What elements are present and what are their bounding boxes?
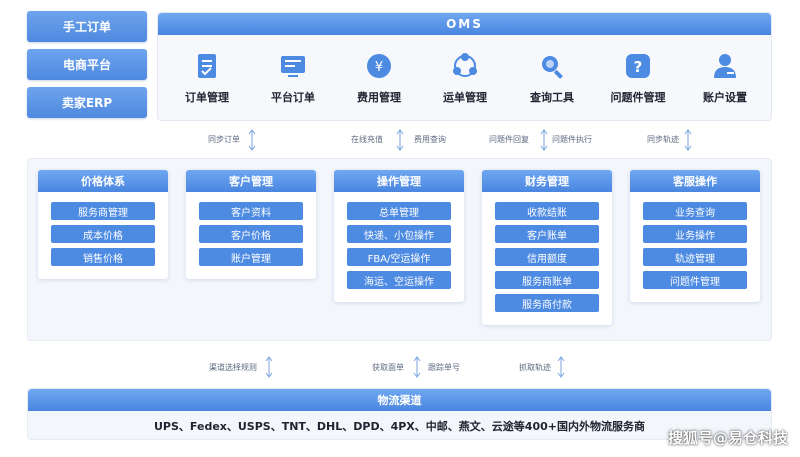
sync-arrow bbox=[413, 356, 421, 378]
column-item: FBA/空运操作 bbox=[347, 248, 451, 266]
channel-title: 物流渠道 bbox=[28, 389, 771, 411]
channel-carriers: UPS、Fedex、USPS、TNT、DHL、DPD、4PX、中邮、燕文、云途等… bbox=[154, 419, 645, 433]
oms-module-label: 费用管理 bbox=[357, 91, 401, 104]
column-item: 信用额度 bbox=[495, 248, 599, 266]
column-item: 业务查询 bbox=[643, 202, 747, 220]
source-seller-erp: 卖家ERP bbox=[27, 87, 147, 118]
lower-sync-channel-rule: 渠道选择规则 bbox=[209, 363, 257, 372]
sync-arrow bbox=[540, 129, 548, 151]
column-item: 服务商账单 bbox=[495, 271, 599, 289]
oms-module-label: 运单管理 bbox=[443, 91, 487, 104]
oms-module-label: 账户设置 bbox=[703, 91, 747, 104]
column-item: 成本价格 bbox=[51, 225, 155, 243]
lower-sync-fetch-track: 抓取轨迹 bbox=[519, 363, 551, 372]
oms-module-waybill: 运单管理 bbox=[425, 51, 505, 105]
column-customer: 客户管理 客户资料 客户价格 账户管理 bbox=[186, 170, 316, 279]
oms-module-label: 查询工具 bbox=[530, 91, 574, 104]
column-item: 总单管理 bbox=[347, 202, 451, 220]
column-title: 客户管理 bbox=[186, 170, 316, 192]
sync-label-fee-query: 费用查询 bbox=[414, 135, 446, 144]
column-item: 销售价格 bbox=[51, 248, 155, 266]
column-item: 快递、小包操作 bbox=[347, 225, 451, 243]
oms-panel: OMS 订单管理 平台订单 ¥ 费用管理 运 bbox=[157, 12, 772, 121]
sync-arrow bbox=[396, 129, 404, 151]
order-icon bbox=[198, 54, 216, 78]
column-item: 客户账单 bbox=[495, 225, 599, 243]
column-title: 客服操作 bbox=[630, 170, 760, 192]
sync-arrow bbox=[248, 129, 256, 151]
question-icon: ? bbox=[626, 54, 650, 78]
sync-arrow bbox=[557, 356, 565, 378]
column-item: 账户管理 bbox=[199, 248, 303, 266]
column-item: 服务商付款 bbox=[495, 294, 599, 312]
platform-icon bbox=[281, 56, 305, 77]
waybill-icon bbox=[453, 53, 477, 77]
column-customer-service: 客服操作 业务查询 业务操作 轨迹管理 问题件管理 bbox=[630, 170, 760, 302]
column-pricing: 价格体系 服务商管理 成本价格 销售价格 bbox=[38, 170, 168, 279]
oms-module-account: 账户设置 bbox=[685, 51, 765, 105]
lower-sync-tracking-no: 跟踪单号 bbox=[428, 363, 460, 372]
column-item: 海运、空运操作 bbox=[347, 271, 451, 289]
column-item: 服务商管理 bbox=[51, 202, 155, 220]
column-finance: 财务管理 收款结账 客户账单 信用额度 服务商账单 服务商付款 bbox=[482, 170, 612, 325]
column-title: 财务管理 bbox=[482, 170, 612, 192]
sync-label-issue-exec: 问题件执行 bbox=[552, 135, 592, 144]
fee-icon: ¥ bbox=[367, 54, 391, 78]
oms-module-label: 问题件管理 bbox=[610, 91, 666, 104]
logistics-channel-panel: 物流渠道 UPS、Fedex、USPS、TNT、DHL、DPD、4PX、中邮、燕… bbox=[27, 388, 772, 440]
sync-label-track: 同步轨迹 bbox=[647, 135, 679, 144]
column-item: 收款结账 bbox=[495, 202, 599, 220]
source-ecommerce-platform: 电商平台 bbox=[27, 49, 147, 80]
oms-module-question: ? 问题件管理 bbox=[598, 51, 678, 105]
column-item: 问题件管理 bbox=[643, 271, 747, 289]
column-item: 客户资料 bbox=[199, 202, 303, 220]
sync-arrow bbox=[265, 356, 273, 378]
search-icon bbox=[542, 56, 563, 79]
oms-module-label: 订单管理 bbox=[185, 91, 229, 104]
oms-title: OMS bbox=[158, 13, 771, 35]
sync-label-order: 同步订单 bbox=[208, 135, 240, 144]
column-operations: 操作管理 总单管理 快递、小包操作 FBA/空运操作 海运、空运操作 bbox=[334, 170, 464, 302]
source-manual-orders: 手工订单 bbox=[27, 11, 147, 42]
lower-sync-get-label: 获取面单 bbox=[372, 363, 404, 372]
svg-text:?: ? bbox=[634, 58, 643, 76]
sync-arrow bbox=[684, 129, 692, 151]
oms-module-label: 平台订单 bbox=[271, 91, 315, 104]
oms-module-order: 订单管理 bbox=[167, 51, 247, 105]
sync-label-recharge: 在线充值 bbox=[351, 135, 383, 144]
column-item: 轨迹管理 bbox=[643, 248, 747, 266]
column-item: 业务操作 bbox=[643, 225, 747, 243]
column-title: 操作管理 bbox=[334, 170, 464, 192]
account-icon bbox=[714, 54, 736, 78]
column-title: 价格体系 bbox=[38, 170, 168, 192]
svg-text:¥: ¥ bbox=[375, 60, 383, 75]
watermark: 搜狐号@易仓科技 bbox=[667, 429, 788, 447]
oms-module-search: 查询工具 bbox=[512, 51, 592, 105]
sync-label-issue-reply: 问题件回复 bbox=[489, 135, 529, 144]
oms-module-platform: 平台订单 bbox=[253, 51, 333, 105]
oms-module-fee: ¥ 费用管理 bbox=[339, 51, 419, 105]
column-item: 客户价格 bbox=[199, 225, 303, 243]
